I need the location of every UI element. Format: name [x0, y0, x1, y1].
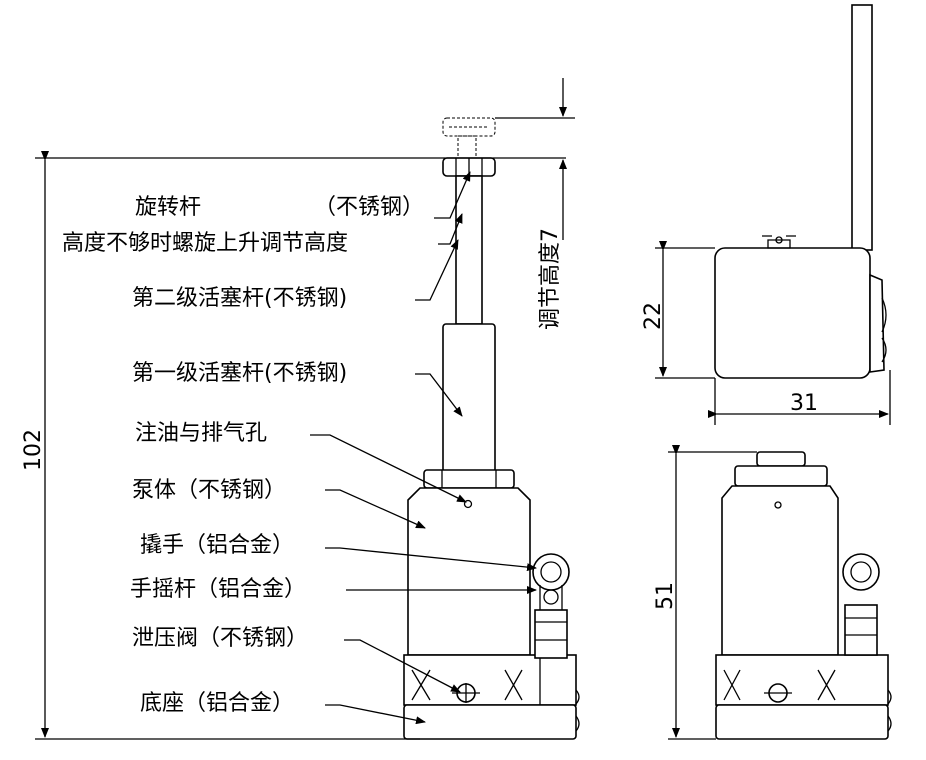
crank-assembly [532, 553, 570, 659]
callouts: 旋转杆 （不锈钢） 高度不够时螺旋上升调节高度 第二级活塞杆(不锈钢) 第一级活… [62, 171, 537, 725]
label-rotating-rod-material: （不锈钢） [314, 195, 424, 220]
extended-screw-dashed [442, 117, 496, 249]
label-release-valve: 泄压阀（不锈钢） [132, 626, 308, 651]
dim-total-height: 102 [21, 151, 566, 740]
label-first-piston: 第一级活塞杆(不锈钢) [132, 361, 347, 386]
label-rotating-rod: 旋转杆 [135, 195, 201, 220]
dim-adjust-height: 调节高度7 [495, 78, 575, 330]
label-pump-body: 泵体（不锈钢） [132, 478, 286, 503]
oil-port-hole [463, 499, 473, 509]
second-stage-piston [455, 175, 483, 325]
base [403, 654, 580, 740]
front-view [403, 117, 580, 740]
dim-side-view-height-value: 51 [653, 582, 678, 610]
side-view: 51 [653, 445, 892, 740]
dim-adjust-height-value: 调节高度7 [538, 228, 563, 330]
first-stage-piston [442, 323, 496, 473]
top-nut [423, 469, 515, 489]
dim-top-view-height-value: 22 [641, 302, 666, 330]
label-second-piston: 第二级活塞杆(不锈钢) [132, 286, 347, 311]
top-view: 22 31 [641, 4, 891, 425]
dim-total-height-value: 102 [21, 429, 46, 471]
label-oil-port: 注油与排气孔 [135, 421, 267, 446]
label-crank: 手摇杆（铝合金） [130, 577, 306, 602]
label-handle: 撬手（铝合金） [140, 533, 294, 558]
label-base: 底座（铝合金） [140, 691, 294, 716]
label-height-note: 高度不够时螺旋上升调节高度 [62, 231, 348, 256]
pump-body [407, 487, 531, 656]
dim-top-view-width-value: 31 [790, 391, 818, 416]
